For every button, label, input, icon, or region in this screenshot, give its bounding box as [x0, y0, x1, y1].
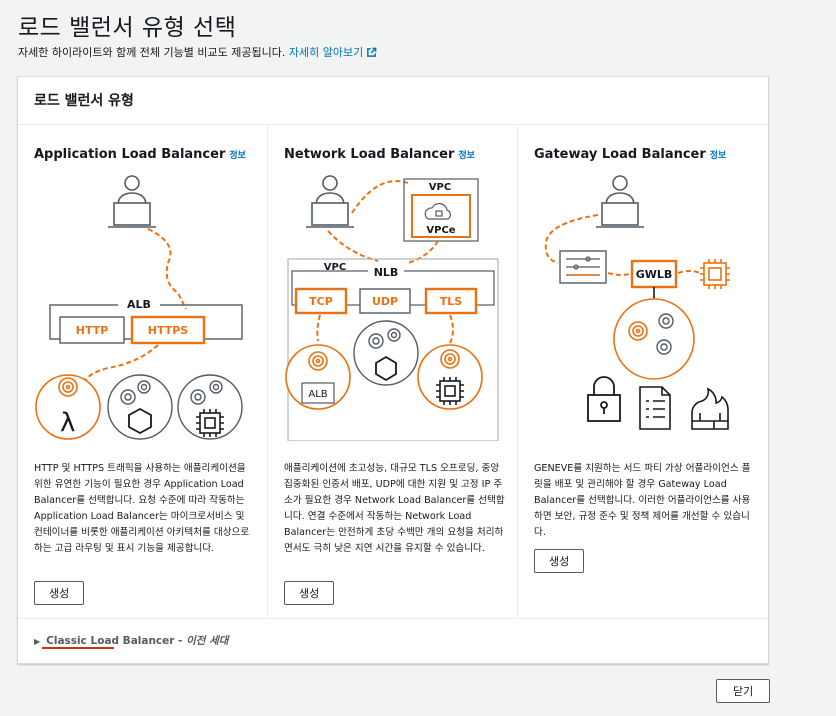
udp-label: UDP [372, 295, 398, 308]
classic-load-balancer-expander[interactable]: ▶ Classic Load Balancer - 이전 세대 [34, 633, 228, 648]
learn-more-label: 자세히 알아보기 [288, 46, 364, 59]
highlight-underline [42, 647, 114, 649]
gwlb-label: GWLB [636, 268, 673, 281]
alb-info-link[interactable]: 정보 [229, 151, 246, 161]
target-icon [656, 313, 674, 355]
nlb-label: NLB [374, 266, 399, 279]
page-title: 로드 밸런서 유형 선택 [18, 15, 237, 41]
create-alb-button[interactable]: 생성 [34, 581, 85, 605]
tls-label: TLS [440, 295, 463, 308]
classic-label: Classic Load Balancer [46, 635, 175, 647]
page-subtitle: 자세한 하이라이트와 함께 전체 기능별 비교도 제공됩니다. 자세히 알아보기 [18, 44, 377, 60]
container-icon [128, 407, 152, 435]
classic-suffix: - 이전 세대 [174, 635, 229, 647]
user-icon [596, 175, 644, 228]
chip-icon [436, 377, 464, 405]
target-icon [628, 321, 648, 341]
panel-header: 로드 밸런서 유형 [18, 77, 768, 125]
vpce-label: VPCe [426, 225, 455, 236]
firewall-icon [691, 387, 729, 430]
alb-label: ALB [127, 298, 151, 311]
container-icon [375, 355, 397, 382]
create-nlb-button[interactable]: 생성 [284, 581, 335, 605]
tcp-label: TCP [309, 295, 333, 308]
vpc-top-label: VPC [429, 182, 451, 193]
caret-right-icon: ▶ [34, 637, 41, 646]
https-label: HTTPS [148, 324, 189, 337]
target-icon [368, 328, 401, 349]
cloud-lock-icon [424, 202, 451, 220]
user-icon [306, 175, 354, 228]
gwlb-title-text: Gateway Load Balancer [534, 147, 706, 162]
alb-target-label: ALB [308, 389, 327, 400]
learn-more-link[interactable]: 자세히 알아보기 [289, 46, 377, 59]
gwlb-info-link[interactable]: 정보 [709, 151, 727, 161]
gwlb-description: GENEVE를 지원하는 서드 파티 가상 어플라이언스 플릿을 배포 및 관리… [534, 463, 751, 538]
lambda-icon: λ [60, 408, 75, 438]
target-icon [58, 377, 78, 397]
target-icon [190, 380, 223, 405]
nlb-diagram: VPC VPCe VPC NLB TCP UDP TLS [285, 175, 499, 441]
external-link-icon [367, 47, 377, 57]
alb-description: HTTP 및 HTTPS 트래픽을 사용하는 애플리케이션을 위한 유연한 기능… [34, 463, 250, 554]
chip-icon [196, 409, 224, 437]
appliance-chip-icon [700, 259, 730, 289]
padlock-icon [587, 376, 621, 422]
user-icon [108, 175, 156, 228]
http-label: HTTP [76, 324, 109, 337]
nlb-title-text: Network Load Balancer [284, 147, 455, 162]
gwlb-diagram: GWLB [544, 175, 730, 430]
target-icon [440, 349, 460, 369]
checklist-icon [639, 386, 671, 430]
alb-diagram: ALB HTTP HTTPS λ [35, 175, 243, 440]
nlb-description: 애플리케이션에 초고성능, 대규모 TLS 오프로딩, 중앙 집중화된 인증서 … [284, 463, 505, 554]
target-icon [308, 351, 328, 371]
target-icon [120, 380, 151, 405]
create-gwlb-button[interactable]: 생성 [534, 549, 585, 573]
alb-title-text: Application Load Balancer [34, 147, 226, 162]
close-button[interactable]: 닫기 [716, 679, 771, 703]
nlb-info-link[interactable]: 정보 [458, 151, 475, 161]
subtitle-text: 자세한 하이라이트와 함께 전체 기능별 비교도 제공됩니다. [18, 46, 286, 59]
vpc-label: VPC [324, 262, 346, 273]
